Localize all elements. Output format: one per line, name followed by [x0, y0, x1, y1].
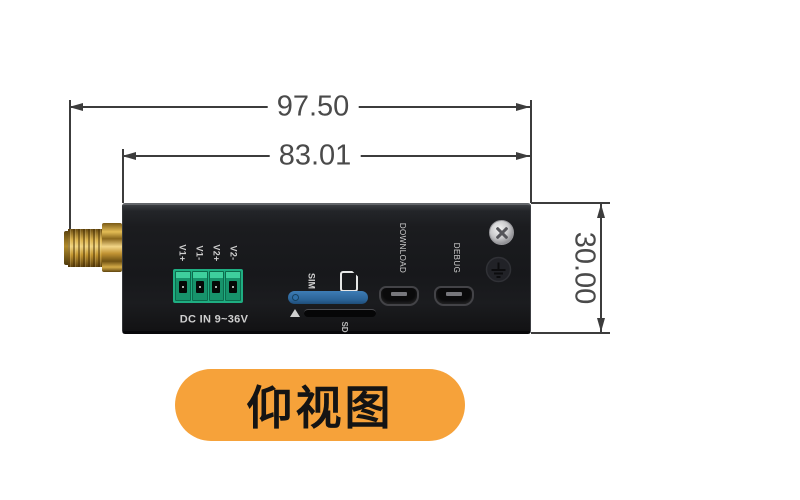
terminal-cell: [175, 271, 191, 301]
view-label-badge: 仰视图: [175, 369, 465, 441]
extension-line-body-left: [122, 149, 124, 203]
terminal-cell: [208, 271, 225, 301]
pin-label-v2-minus: V2-: [228, 245, 239, 261]
eject-triangle-icon: [290, 309, 300, 317]
terminal-hole: [195, 281, 204, 294]
usb-tongue: [391, 292, 407, 296]
sma-antenna-hex-nut: [102, 223, 122, 272]
sma-antenna-tip: [64, 231, 71, 265]
dim-line-height: [600, 204, 602, 332]
view-label-text: 仰视图: [246, 382, 394, 434]
usb-tongue: [446, 292, 462, 296]
arrow-left-icon: [122, 152, 136, 160]
arrow-right-icon: [516, 103, 530, 111]
sim-card-icon: [340, 271, 358, 292]
extension-line-body-right: [530, 100, 532, 203]
terminal-hole: [178, 281, 187, 294]
terminal-hole: [229, 281, 238, 294]
ground-icon: [485, 256, 512, 288]
sma-antenna-connector: [68, 229, 106, 267]
sim-card-slot: [288, 291, 368, 304]
pin-label-v2-plus: V2+: [211, 244, 222, 262]
extension-line-body-bottom: [531, 332, 610, 334]
device-body: V1+ V1- V2+ V2- DC IN 9~36V SIM SD DOWNL…: [122, 203, 531, 334]
dim-label-overall-width: 97.50: [267, 92, 359, 122]
download-port-label: DOWNLOAD: [398, 222, 407, 274]
dim-label-height: 30.00: [568, 231, 601, 305]
power-terminal-block: [173, 269, 243, 303]
arrow-up-icon: [597, 204, 605, 218]
terminal-cell: [191, 271, 208, 301]
extension-line-antenna-tip: [69, 100, 71, 242]
arrow-left-icon: [69, 103, 83, 111]
sd-label: SD: [340, 321, 349, 333]
pin-label-v1-plus: V1+: [177, 244, 188, 262]
micro-usb-port-debug: [434, 286, 474, 306]
terminal-hole: [212, 281, 221, 294]
sim-eject-pinhole: [292, 294, 299, 301]
arrow-right-icon: [516, 152, 530, 160]
debug-port-label: DEBUG: [452, 242, 461, 274]
micro-usb-port-download: [379, 286, 419, 306]
dc-in-caption: DC IN 9~36V: [179, 313, 249, 326]
screw-icon: [489, 220, 514, 245]
pin-label-v1-minus: V1-: [194, 245, 205, 261]
sim-label: SIM: [306, 272, 317, 290]
arrow-down-icon: [597, 318, 605, 332]
sd-card-slot: [304, 309, 376, 317]
extension-line-body-top: [531, 202, 610, 204]
dim-label-body-width: 83.01: [269, 141, 361, 171]
terminal-cell: [225, 271, 241, 301]
